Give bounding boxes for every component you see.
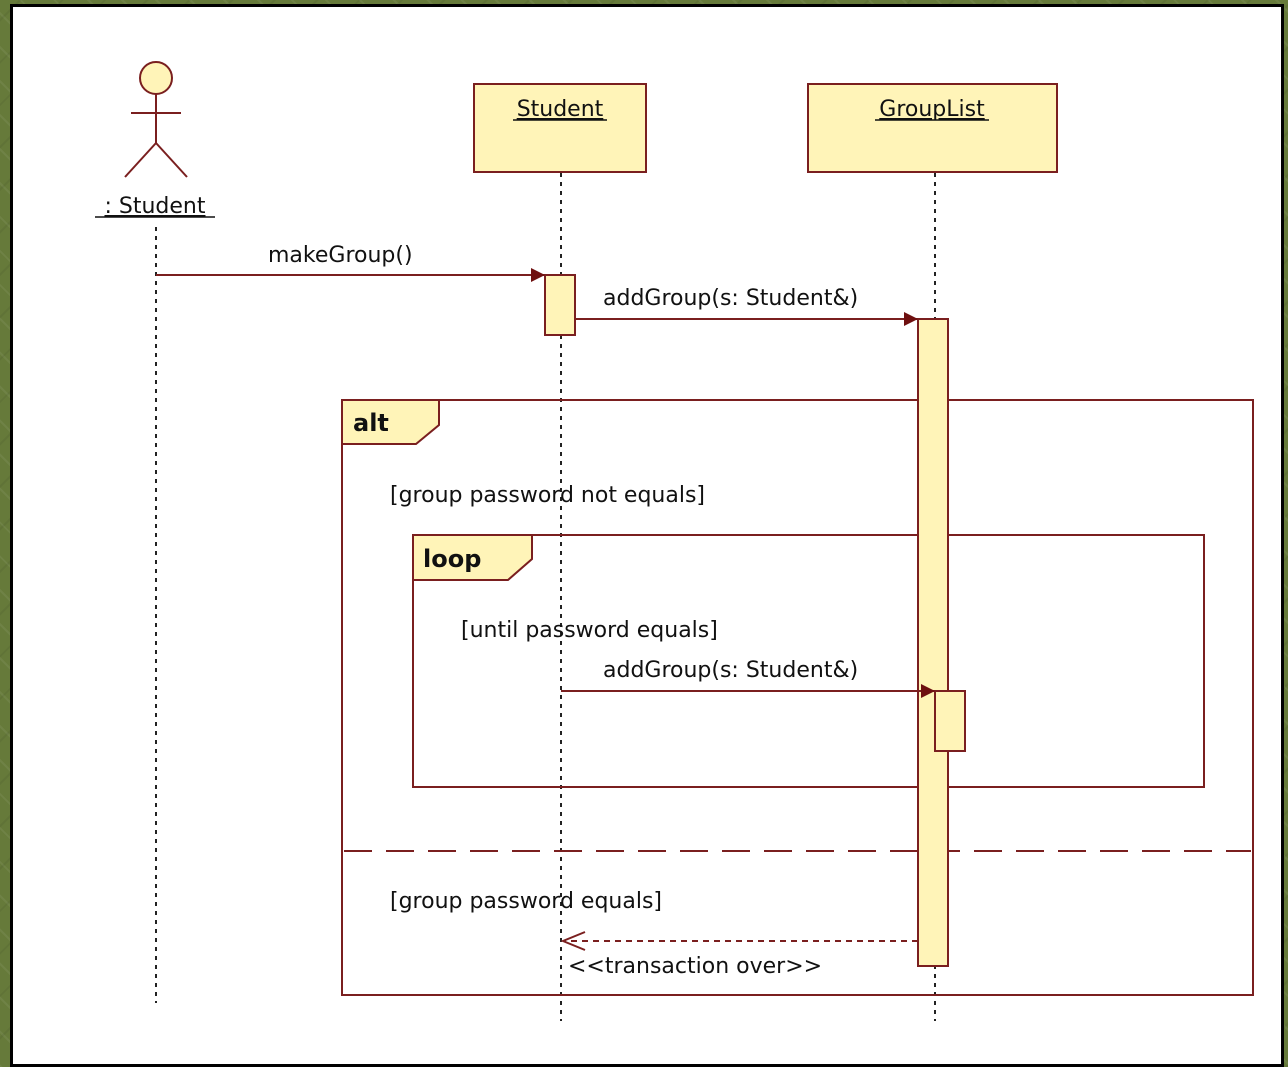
actor-student[interactable]: : Student — [95, 61, 215, 219]
loop-keyword: loop — [423, 545, 481, 573]
lifeline-student-label: Student — [517, 97, 604, 122]
activation-grouplist-nested — [934, 690, 966, 752]
message-transaction-over-label: <<transaction over>> — [568, 954, 822, 979]
loop-fragment[interactable]: loop [until password equals] — [412, 534, 1205, 788]
message-add-group-1[interactable]: addGroup(s: Student&) — [575, 286, 918, 326]
alt-guard-1: [group password not equals] — [390, 483, 705, 508]
actor-head-icon — [139, 61, 173, 95]
loop-guard: [until password equals] — [461, 618, 718, 643]
alt-keyword: alt — [353, 409, 389, 437]
lifeline-head-student[interactable]: Student — [473, 83, 647, 173]
message-add-group-2-label: addGroup(s: Student&) — [603, 658, 858, 683]
actor-label: : Student — [104, 194, 205, 219]
alt-tab — [341, 399, 440, 445]
open-arrowhead-icon — [560, 931, 586, 951]
activation-grouplist — [917, 318, 949, 967]
loop-tab — [412, 534, 533, 581]
actor-left-leg — [124, 142, 157, 178]
message-add-group-2[interactable]: addGroup(s: Student&) — [561, 658, 935, 698]
alt-fragment[interactable]: alt [group password not equals] [group p… — [341, 399, 1254, 996]
diagram-sheet: : Student Student GroupList — [10, 4, 1284, 1067]
lifeline-head-grouplist[interactable]: GroupList — [807, 83, 1058, 173]
lifeline-grouplist-label: GroupList — [879, 97, 985, 122]
actor-right-leg — [155, 142, 188, 178]
message-add-group-1-label: addGroup(s: Student&) — [603, 286, 858, 311]
message-transaction-over[interactable]: <<transaction over>> — [560, 931, 918, 979]
activation-student — [544, 274, 576, 336]
message-make-group[interactable]: makeGroup() — [156, 243, 545, 282]
sequence-diagram: : Student Student GroupList — [95, 61, 1254, 1021]
message-make-group-label: makeGroup() — [268, 243, 413, 268]
alt-guard-2: [group password equals] — [390, 889, 662, 914]
